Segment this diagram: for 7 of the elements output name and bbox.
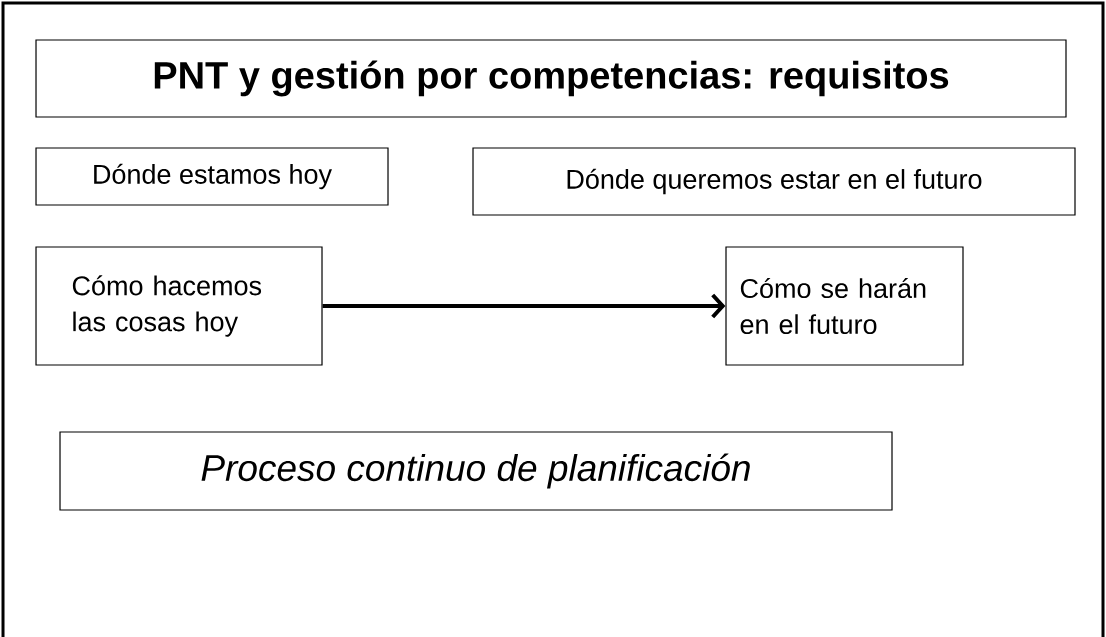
process-box: Cómo se harán en el futuro <box>725 246 964 366</box>
title-box: PNT y gestión por competencias: requisitos <box>35 39 1067 118</box>
process-box: Dónde queremos estar en el futuro <box>472 147 1076 216</box>
process-box: Dónde estamos hoy <box>35 147 389 206</box>
arrow <box>322 293 726 319</box>
process-box: Cómo hacemos las cosas hoy <box>35 246 323 366</box>
process-box: Proceso continuo de planificación <box>59 431 893 511</box>
